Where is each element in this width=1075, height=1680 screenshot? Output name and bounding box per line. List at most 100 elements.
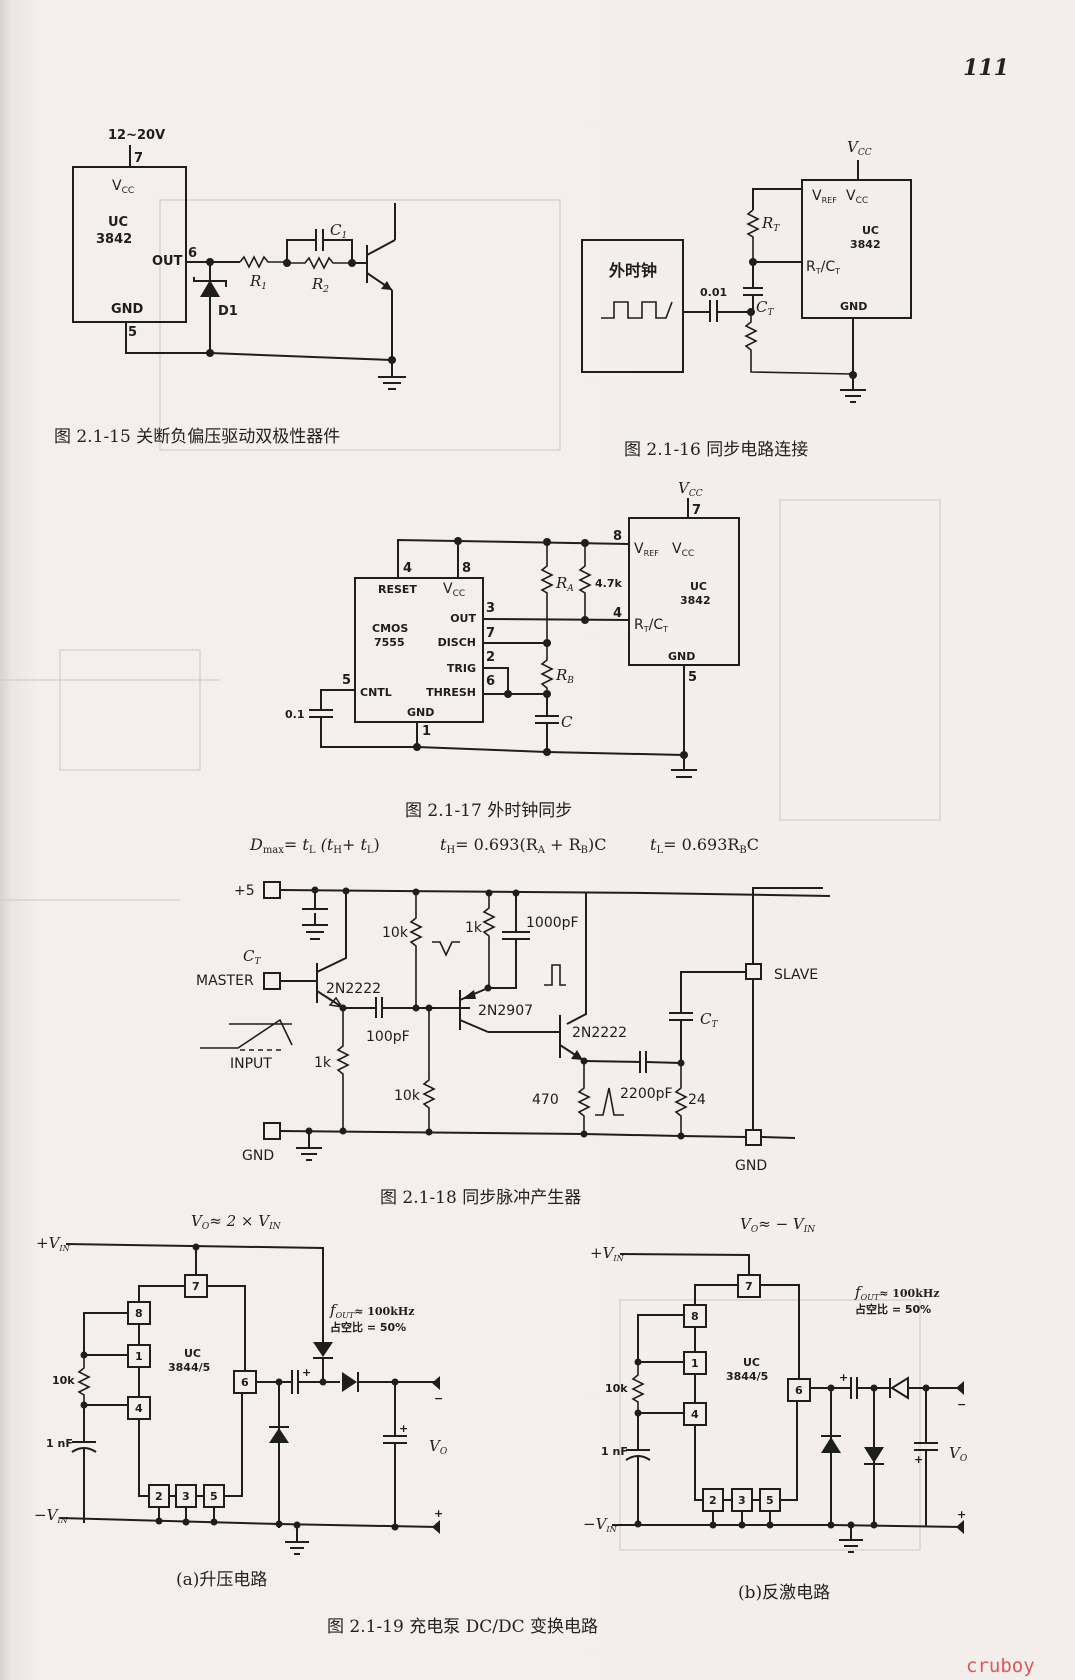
- rb-label: RB: [555, 666, 574, 686]
- r10k-label: 10k: [52, 1374, 75, 1387]
- trig-pin-label: TRIG: [447, 662, 476, 675]
- pin-label: 7: [745, 1280, 753, 1293]
- duty-cycle-formula: Dmax= tL (tH+ tL): [249, 835, 380, 856]
- output-terminal-minus: [432, 1376, 440, 1390]
- figure-2-1-19b: VO≈ − VIN +VIN 7 8 1 4 6 2 3 5 UC 3844/5: [583, 1215, 968, 1603]
- c1nf-label: 1 nF: [46, 1437, 73, 1450]
- q3-label: 2N2222: [572, 1025, 627, 1041]
- gnd-pin-label: GND: [407, 706, 434, 719]
- polarity-plus: +: [839, 1371, 848, 1384]
- c1000-label: 1000pF: [526, 915, 579, 931]
- diode-icon: [890, 1376, 909, 1400]
- pin-label: 1: [135, 1350, 143, 1363]
- uc3842-chip: [72, 166, 187, 323]
- r470-label: 470: [532, 1092, 559, 1108]
- gnd-left-label: GND: [242, 1148, 274, 1164]
- polarity-plus: +: [399, 1422, 408, 1435]
- chip-number: 3844/5: [168, 1361, 210, 1374]
- square-wave-icon: [601, 301, 673, 319]
- resistor-24-icon: [674, 1063, 688, 1136]
- pin-label: 2: [155, 1490, 163, 1503]
- chip-number: 3842: [850, 238, 881, 251]
- pin-boxes: [683, 1274, 811, 1512]
- figure-caption: 图 2.1-17 外时钟同步: [405, 801, 572, 821]
- pin-label: 4: [135, 1402, 143, 1415]
- resistor-10k-icon: [422, 1008, 436, 1130]
- ct-label: CT: [756, 298, 774, 318]
- terminal-gnd-left: [263, 1122, 281, 1140]
- rt-label: RT: [761, 214, 780, 234]
- disch-pin-label: DISCH: [438, 636, 476, 649]
- negative-pulse-icon: [432, 941, 460, 957]
- pin-label: 6: [795, 1384, 803, 1397]
- vref-label: VREF: [812, 188, 837, 205]
- polarity-minus: −: [434, 1392, 443, 1405]
- pin-label: 8: [462, 561, 471, 576]
- ct2-label: CT: [700, 1010, 718, 1030]
- resistor-ra-icon: [540, 542, 554, 643]
- spike-pulse-icon: [595, 1087, 624, 1116]
- ra-label: RA: [555, 574, 574, 594]
- vcc-label: VCC: [112, 178, 134, 196]
- vcc-label: VCC: [672, 541, 694, 559]
- pin-label: 3: [182, 1490, 190, 1503]
- fout-label: fOUT≈ 100kHz: [854, 1283, 939, 1302]
- bleed-through: [0, 199, 941, 1551]
- pin-label: 5: [688, 670, 697, 685]
- figure-caption: 图 2.1-18 同步脉冲产生器: [380, 1188, 581, 1208]
- pin-label: 7: [192, 1280, 200, 1293]
- ct-label: CT: [243, 947, 261, 967]
- r1-label: R1: [249, 272, 267, 292]
- ground-icon: [671, 769, 697, 778]
- positive-pulse-icon: [544, 964, 566, 986]
- ground-icon: [296, 1147, 322, 1161]
- pin-label: 2: [709, 1494, 717, 1507]
- diode-icon: [821, 1437, 841, 1453]
- boost-title: VO≈ 2 × VIN: [191, 1212, 282, 1232]
- out-pin-label: OUT: [450, 612, 476, 625]
- pin-label: 8: [691, 1310, 699, 1323]
- duty-cycle-label: 占空比 = 50%: [330, 1320, 406, 1334]
- r2-label: R2: [311, 275, 329, 295]
- gnd-pin-label: GND: [668, 650, 695, 663]
- rtct-label: RT/CT: [634, 617, 668, 634]
- c-label: C: [561, 713, 573, 731]
- chip-number: 3844/5: [726, 1370, 768, 1383]
- pin-label: 3: [486, 601, 495, 616]
- vo-label: VO: [949, 1444, 968, 1464]
- c2200-label: 2200pF: [620, 1086, 673, 1102]
- output-terminal-plus: [432, 1520, 440, 1534]
- pin-label: 5: [128, 325, 137, 340]
- coupling-cap-value: 0.01: [700, 286, 727, 299]
- vin-plus-label: +VIN: [590, 1244, 625, 1263]
- terminal-slave: [745, 963, 762, 980]
- resistor-10k-icon: [409, 892, 423, 1008]
- resistor-1k-icon: [482, 893, 496, 988]
- terminal-plus5: [263, 881, 281, 899]
- pin-label: 3: [738, 1494, 746, 1507]
- subfigure-caption: (b)反激电路: [738, 1583, 830, 1603]
- zener-diode-icon: [200, 280, 220, 297]
- diode-icon: [864, 1447, 884, 1463]
- figure-2-1-16: VCC VREF VCC UC 3842 RT/CT GND RT CT 外时钟: [581, 138, 912, 460]
- figure-caption: 图 2.1-19 充电泵 DC/DC 变换电路: [327, 1617, 598, 1637]
- figure-2-1-19a: VO≈ 2 × VIN +VIN 7 8 1 4 6 2 3 5 UC 3844…: [34, 1212, 448, 1590]
- pin-boxes: [127, 1274, 257, 1508]
- r10k-bottom-label: 10k: [394, 1088, 421, 1104]
- r24-label: 24: [688, 1092, 706, 1108]
- vcc-supply-label: VCC: [847, 138, 872, 158]
- pin-label: 4: [691, 1408, 699, 1421]
- rtct-label: RT/CT: [806, 259, 840, 276]
- pin-label: 5: [766, 1494, 774, 1507]
- cmos-7555-chip: [354, 577, 484, 723]
- figure-2-1-18: +5 CT MASTER 2N2222 100pF 1k: [196, 881, 831, 1208]
- terminal-gnd-right: [745, 1129, 762, 1146]
- chip-name: UC: [862, 224, 879, 237]
- gnd-right-label: GND: [735, 1158, 767, 1174]
- r10k-label: 10k: [605, 1382, 628, 1395]
- chip-name: UC: [108, 215, 128, 230]
- chip-name: UC: [743, 1356, 760, 1369]
- terminal-master: [263, 972, 281, 990]
